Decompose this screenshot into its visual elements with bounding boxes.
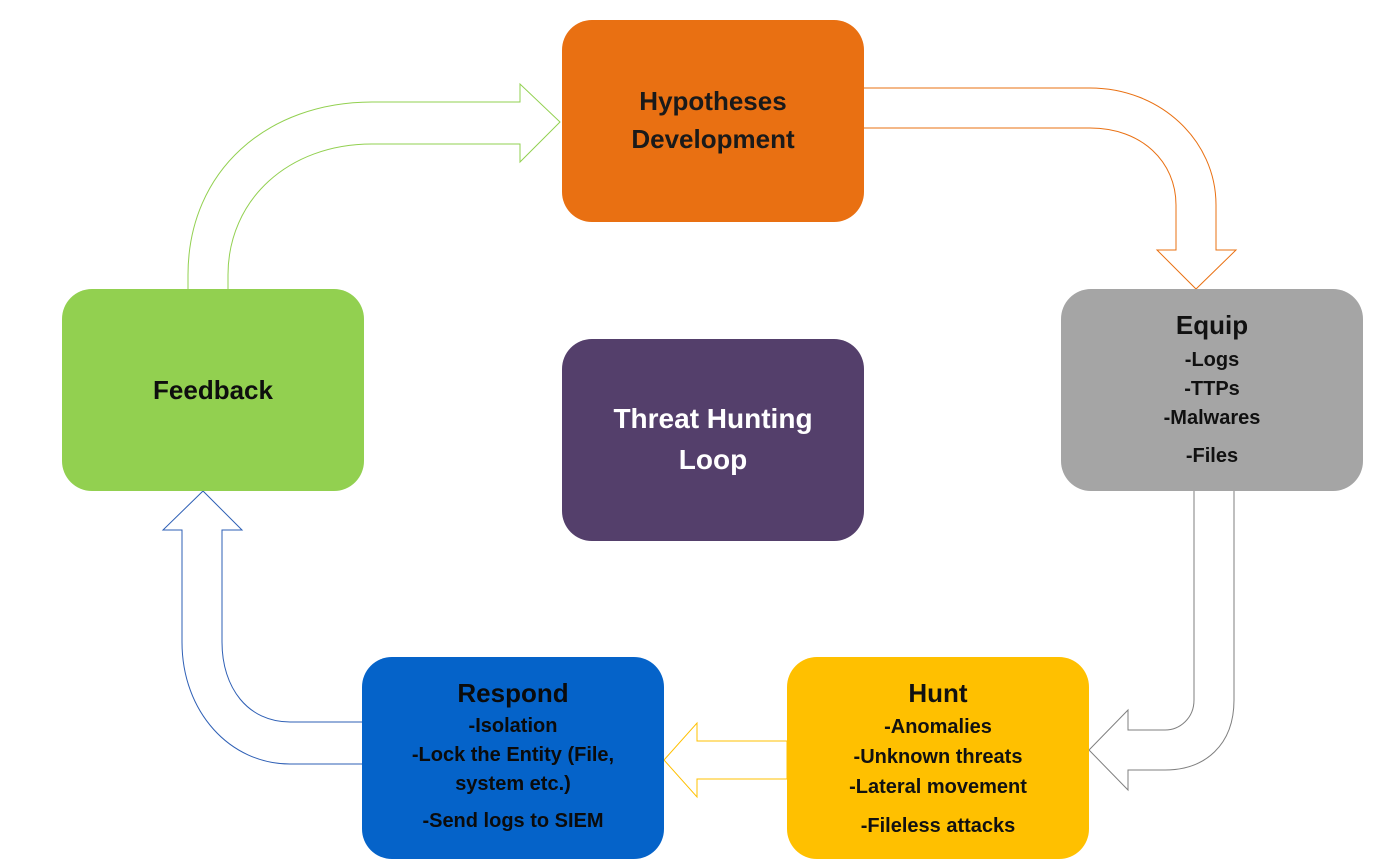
respond-item: -Lock the Entity (File, (411, 743, 615, 766)
equip-title: Equip (1175, 310, 1249, 340)
feedback-title: Feedback (153, 374, 273, 405)
hunt-node: Hunt -Anomalies -Unknown threats -Latera… (787, 657, 1089, 859)
hunt-item: -Anomalies (884, 715, 992, 738)
arrow-respond-to-feedback (161, 490, 362, 765)
feedback-node: Feedback (62, 289, 364, 491)
hypotheses-title-line1: Hypotheses (639, 86, 787, 117)
respond-node: Respond -Isolation -Lock the Entity (Fil… (362, 657, 664, 859)
hunt-item: -Fileless attacks (860, 814, 1016, 837)
arrow-feedback-to-hypotheses (187, 82, 561, 289)
equip-item: -Files (1185, 444, 1239, 467)
hypotheses-development-node: Hypotheses Development (562, 20, 864, 222)
equip-item: -TTPs (1184, 377, 1240, 400)
center-node: Threat Hunting Loop (562, 339, 864, 541)
hunt-item: -Unknown threats (853, 745, 1023, 768)
arrow-hunt-to-respond (663, 721, 788, 799)
equip-item: -Logs (1184, 348, 1240, 371)
equip-items: -Logs -TTPs -Malwares -Files (1164, 346, 1261, 471)
hunt-items: -Anomalies -Unknown threats -Lateral mov… (849, 712, 1027, 841)
respond-item: system etc.) (455, 772, 571, 795)
hunt-item: -Lateral movement (849, 775, 1027, 798)
arrow-hypotheses-to-equip (864, 87, 1238, 290)
hypotheses-title-line2: Development (631, 124, 795, 154)
arrow-equip-to-hunt (1088, 491, 1235, 792)
equip-node: Equip -Logs -TTPs -Malwares -Files (1061, 289, 1363, 491)
respond-title: Respond (457, 678, 569, 708)
equip-item: -Malwares (1163, 406, 1261, 429)
center-title-line2: Loop (678, 444, 748, 475)
respond-item: -Isolation (468, 714, 558, 737)
center-title-line1: Threat Hunting (613, 403, 813, 435)
respond-items: -Isolation -Lock the Entity (File, syste… (412, 712, 614, 836)
hunt-title: Hunt (908, 678, 968, 708)
respond-item: -Send logs to SIEM (422, 809, 604, 832)
